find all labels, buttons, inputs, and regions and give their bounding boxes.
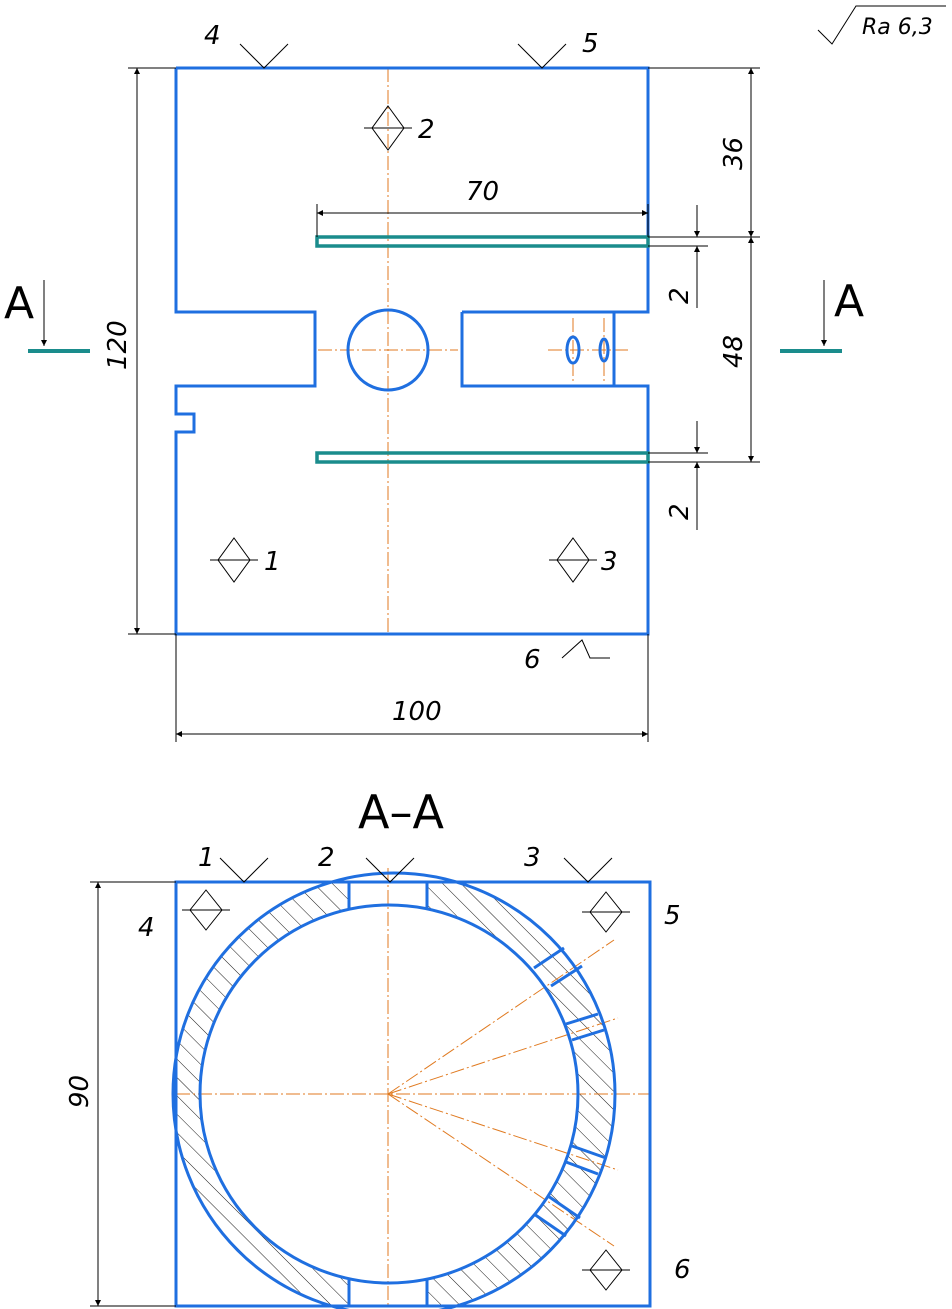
section-outline	[174, 880, 652, 1308]
section-locate-6: 6	[582, 1249, 691, 1291]
dim-top-offset: 36	[719, 137, 749, 170]
svg-text:2: 2	[418, 115, 435, 145]
locate-mark-1: 1	[210, 537, 281, 583]
pin-hole-2	[598, 337, 610, 363]
pin-hole-1	[565, 335, 581, 365]
svg-text:A: A	[834, 276, 864, 327]
section-outer-circle	[171, 871, 617, 1309]
roughness-symbol: Ra 6,3	[817, 5, 946, 45]
svg-text:3: 3	[601, 547, 618, 577]
svg-text:6: 6	[524, 645, 541, 675]
roughness-label: Ra 6,3	[862, 15, 933, 40]
locate-mark-3: 3	[549, 537, 618, 583]
surface-mark-4	[239, 43, 289, 69]
svg-text:2: 2	[318, 843, 335, 873]
svg-text:3: 3	[524, 843, 541, 873]
section-inner-circle	[198, 903, 580, 1285]
dim-section-height: 90	[65, 1075, 95, 1108]
svg-text:5: 5	[664, 901, 681, 931]
surface-mark-6	[561, 639, 610, 659]
svg-text:5: 5	[582, 29, 599, 59]
lower-slot	[315, 451, 650, 464]
dim-slot-gap-top: 2	[665, 287, 695, 304]
part-outline	[174, 66, 650, 636]
section-locate-5: 5	[582, 891, 681, 933]
section-mark-left: A	[4, 278, 90, 353]
svg-text:4: 4	[138, 913, 155, 943]
dim-slot-length: 70	[466, 177, 499, 207]
section-locate-4: 4	[138, 889, 230, 943]
svg-text:4: 4	[204, 21, 221, 51]
dim-height: 120	[103, 320, 133, 370]
svg-text:6: 6	[674, 1255, 691, 1285]
dim-middle: 48	[719, 335, 749, 368]
center-hole	[346, 308, 430, 392]
front-view: 4 5 6 2 1 3 120 100	[4, 21, 864, 742]
section-view: 1 2 3 4 5 6 90	[65, 843, 691, 1309]
dim-width: 100	[392, 697, 442, 727]
svg-text:A: A	[4, 278, 34, 329]
upper-slot	[315, 235, 650, 248]
dim-slot-gap-bottom: 2	[665, 503, 695, 520]
locate-mark-2: 2	[364, 105, 435, 151]
svg-text:1: 1	[264, 547, 281, 577]
surface-mark-5	[517, 43, 567, 69]
section-title: A–A	[358, 785, 444, 839]
section-mark-right: A	[780, 276, 864, 353]
svg-text:1: 1	[198, 843, 215, 873]
